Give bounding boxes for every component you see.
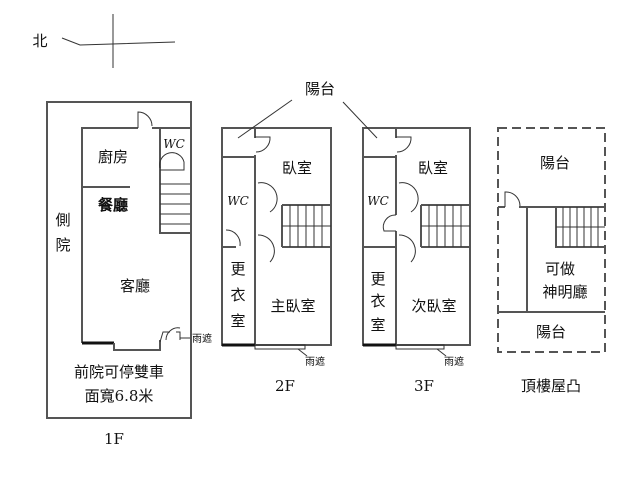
- dressing-label-3f-3: 室: [370, 316, 385, 334]
- side-yard-label-1: 側: [55, 211, 70, 229]
- bedroom-label-3f: 臥室: [418, 159, 448, 177]
- awning-label-2f: 雨遮: [305, 355, 325, 368]
- dining-label: 餐廳: [98, 196, 128, 214]
- floor-label-3f: 3F: [414, 377, 434, 395]
- floor-label-1f: 1F: [104, 430, 124, 448]
- floor-1f: 廚房 餐廳 WC 側 院 客廳 前院可停雙車 面寬6.8米 雨遮 1F: [46, 101, 212, 448]
- dressing-label-2f-2: 衣: [230, 286, 245, 304]
- wc-label-1f: WC: [163, 137, 185, 151]
- shrine-label-1: 可做: [545, 260, 575, 278]
- floor-label-2f: 2F: [275, 377, 295, 395]
- master-bedroom-label: 主臥室: [270, 297, 315, 315]
- floor-2f: 臥室 WC 更 衣 室 主臥室 雨遮 2F: [221, 127, 332, 395]
- wc-label-2f: WC: [227, 194, 249, 208]
- roof-balcony-top-label: 陽台: [540, 154, 570, 172]
- second-bedroom-label: 次臥室: [411, 297, 456, 315]
- front-yard-label: 前院可停雙車: [74, 363, 164, 381]
- north-label: 北: [32, 32, 47, 50]
- frontage-label: 面寬6.8米: [85, 387, 154, 405]
- living-label: 客廳: [120, 277, 150, 295]
- floor-3f: 臥室 WC 更 衣 室 次臥室 雨遮 3F: [362, 127, 471, 395]
- dressing-label-2f-1: 更: [230, 260, 245, 278]
- roof-balcony-bottom-label: 陽台: [536, 323, 566, 341]
- dressing-label-3f-1: 更: [370, 270, 385, 288]
- balcony-callout-label: 陽台: [305, 80, 335, 98]
- dressing-label-2f-3: 室: [230, 312, 245, 330]
- floor-roof: 陽台 可做 神明廳 陽台 頂樓屋凸: [497, 127, 606, 395]
- awning-label-3f: 雨遮: [444, 355, 464, 368]
- kitchen-label: 廚房: [98, 148, 128, 166]
- floor-label-roof: 頂樓屋凸: [521, 377, 581, 395]
- dressing-label-3f-2: 衣: [370, 292, 385, 310]
- balcony-callout: 陽台: [237, 80, 378, 139]
- wc-label-3f: WC: [367, 194, 389, 208]
- side-yard-label-2: 院: [55, 236, 70, 254]
- bedroom-label-2f: 臥室: [282, 159, 312, 177]
- awning-label-1f: 雨遮: [192, 332, 212, 345]
- shrine-label-2: 神明廳: [542, 283, 587, 301]
- compass: 北: [32, 14, 176, 68]
